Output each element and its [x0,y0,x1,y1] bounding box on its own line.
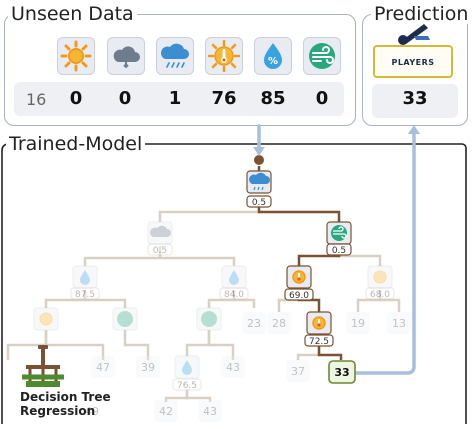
value-humidity: 85 [260,88,286,109]
leaf-47: 47 [96,361,110,374]
leaf-33-box [328,360,356,384]
players-badge-label: PLAYERS [391,58,435,67]
prediction-value-bg [372,84,458,118]
arrow-head-up [408,125,420,134]
threshold-temp-right: 69.0 [289,291,309,301]
threshold-root: 0.5 [252,198,266,208]
node-temp-right [286,265,312,289]
threshold-cloudy: 0.5 [153,246,167,256]
leaf-43a: 43 [226,361,240,374]
humidity-drop-icon: % [254,37,292,75]
leaf-49: 49 [85,405,99,418]
threshold-hum-mid: 84.0 [224,290,244,300]
decision-tree-caption: Decision Tree Regression [20,390,111,418]
unseen-values-row [14,82,344,116]
leaf-37: 37 [291,365,305,378]
inactive-leaves: 23 28 19 13 47 39 43 37 42 43 49 [85,312,411,422]
value-sunny: 0 [69,88,83,109]
temperature-sun-icon [205,37,243,75]
decision-tree-logo-icon [22,345,64,387]
root-entry-dot [254,155,264,165]
node-wind-l [112,307,138,331]
inactive-nodes [33,221,393,379]
caption-line-1: Decision Tree [20,390,111,404]
row-index: 16 [26,90,47,109]
node-wind-m [196,307,222,331]
leaf-28: 28 [272,317,286,330]
leaf-43b: 43 [203,405,217,418]
value-rain: 1 [168,88,182,109]
leaf-39: 39 [141,361,155,374]
node-cloudy [147,221,173,245]
sun-icon [57,37,95,75]
golf-logo-icon [398,24,430,45]
prediction-title: Prediction [371,4,472,24]
value-wind: 0 [315,88,329,109]
flow-arrows [257,124,416,375]
node-root-rain [246,170,272,194]
rain-cloud-icon [156,37,194,75]
node-hum-left [72,265,98,289]
leaf-33: 33 [334,366,349,379]
players-badge: PLAYERS [373,45,453,78]
leaf-42: 42 [159,405,173,418]
node-hum-low [174,355,200,379]
leaf-23: 23 [247,317,261,330]
threshold-hum-low: 76.5 [177,381,197,391]
cloud-icon [107,37,145,75]
threshold-hum-left: 87.5 [75,290,95,300]
threshold-temp-low: 72.5 [309,337,329,347]
threshold-wind: 0.5 [332,246,346,256]
unseen-data-title: Unseen Data [8,4,137,24]
node-temp-far [367,265,393,289]
wind-icon [303,37,341,75]
caption-line-2: Regression [20,404,96,418]
trained-model-title: Trained-Model [6,134,146,154]
threshold-temp-far: 68.0 [370,290,390,300]
node-sun-ll [33,307,59,331]
leaf-19: 19 [351,317,365,330]
node-hum-mid [221,265,247,289]
value-temperature: 76 [211,88,237,109]
node-temp-low [306,311,332,335]
prediction-value: 33 [402,88,428,109]
leaf-13: 13 [392,317,406,330]
value-cloudy: 0 [118,88,132,109]
node-wind [326,221,352,245]
svg-text:%: % [268,56,278,67]
arrow-head-down [253,147,265,156]
